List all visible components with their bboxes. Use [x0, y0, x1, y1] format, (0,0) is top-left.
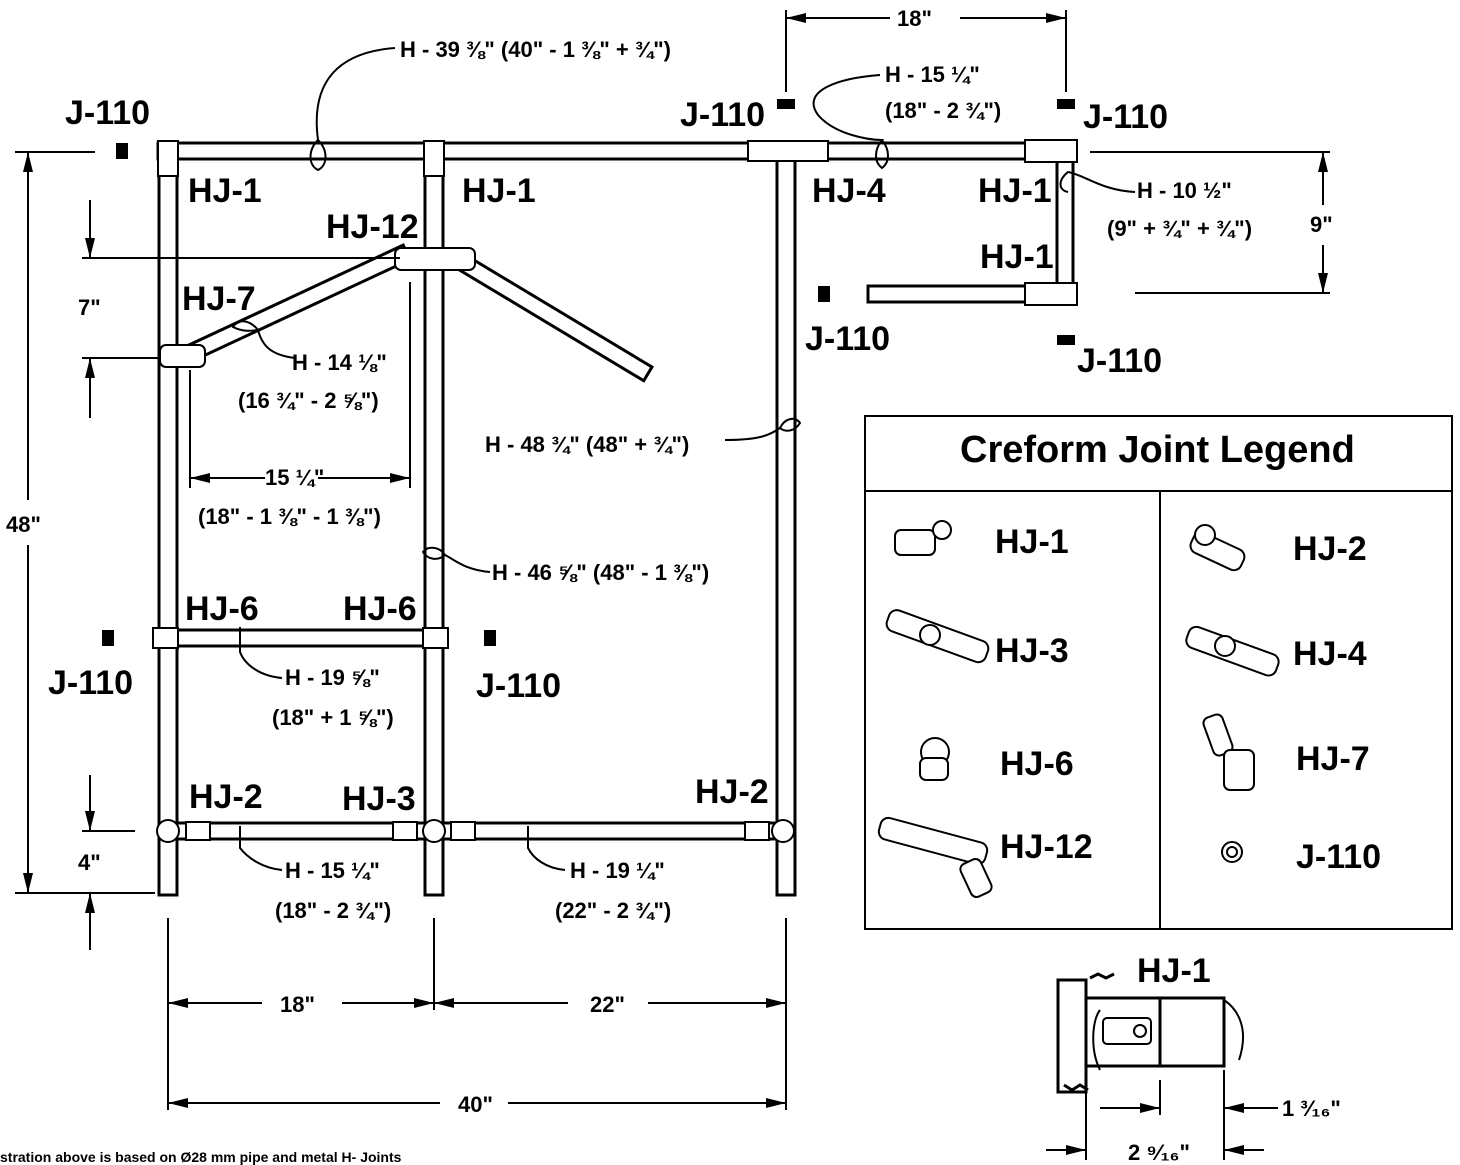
detail-dim-b: 2 ⁹⁄₁₆" [1128, 1140, 1190, 1165]
label-hj12: HJ-12 [326, 208, 419, 246]
legend-hj3: HJ-3 [995, 632, 1069, 670]
label-hj6-b: HJ-6 [343, 590, 417, 628]
label-hj3: HJ-3 [342, 780, 416, 818]
j110-icon [1221, 841, 1243, 863]
footnote: stration above is based on Ø28 mm pipe a… [0, 1149, 402, 1165]
label-j110-tm: J-110 [680, 96, 765, 134]
cap-icon [484, 630, 496, 646]
hj4-icon [1185, 625, 1280, 677]
pipe-shelf [153, 628, 447, 648]
label-hj4: HJ-4 [812, 172, 886, 210]
label-j110-tr: J-110 [1083, 98, 1168, 136]
label-hj2-a: HJ-2 [189, 778, 263, 816]
cap-icon [1057, 99, 1075, 109]
pipe-shelf-label: H - 19 ⅝" [285, 665, 380, 690]
hj12-icon [877, 816, 993, 898]
dim-side-height: 9" [1310, 212, 1333, 237]
pipe-top-long [156, 141, 790, 161]
hj1-detail: HJ-1 1 ³⁄₁₆" 2 ⁹⁄₁₆" [1046, 952, 1341, 1165]
pipe-top-short-calc: (18" - 2 ¾") [885, 98, 1001, 123]
legend-hj7: HJ-7 [1296, 740, 1370, 778]
joint-hj1-d [1024, 282, 1078, 306]
dim-bottom-40: 40" [458, 1092, 493, 1117]
legend-hj12: HJ-12 [1000, 828, 1093, 866]
cap-icon [777, 99, 795, 109]
joint-hj7 [159, 344, 206, 368]
hj2-icon [1189, 524, 1246, 572]
pipe-top-long-label: H - 39 ⅜" (40" - 1 ⅜" + ¾") [400, 37, 671, 62]
pipe-side-short-calc: (9" + ¾" + ¾") [1107, 216, 1252, 241]
joint-hj1-c [1024, 139, 1078, 163]
cap-icon [818, 286, 830, 302]
label-j110-left: J-110 [48, 664, 133, 702]
joint-hj4 [747, 140, 829, 162]
pipe-diag-calc: (16 ¾" - 2 ⅝") [238, 388, 379, 413]
pipe-low-right [435, 821, 784, 841]
joint-hj2-a [156, 819, 180, 843]
pipe-shelf-calc: (18" + 1 ⅝") [272, 705, 394, 730]
pipe-low-left-label: H - 15 ¼" [285, 858, 380, 883]
hj1-icon [894, 520, 952, 556]
hj3-icon [885, 609, 990, 664]
dim-top-width: 18" [897, 6, 932, 31]
pipe-post-mid-label: H - 46 ⅝" (48" - 1 ⅜") [492, 560, 709, 585]
joint-hj12 [394, 247, 476, 271]
cap-icon [102, 630, 114, 646]
joint-hj2-b [771, 819, 795, 843]
dim-bottom-18: 18" [280, 992, 315, 1017]
legend-j110: J-110 [1296, 838, 1381, 876]
label-hj7: HJ-7 [182, 280, 256, 318]
end-caps [102, 99, 1075, 646]
pipe-post-left [157, 148, 179, 897]
pipe-side-short-label: H - 10 ½" [1137, 178, 1232, 203]
brace-span-label: 15 ¼" [265, 465, 324, 490]
dim-overall-height: 48" [6, 512, 41, 537]
dimension-lines [15, 10, 1330, 1110]
dim-seg4: 4" [78, 850, 101, 875]
pipe-top-short-label: H - 15 ¼" [885, 62, 980, 87]
label-hj1-a: HJ-1 [188, 172, 262, 210]
cap-icon [116, 143, 128, 159]
label-hj1-d: HJ-1 [980, 238, 1054, 276]
pipe-post-right [775, 141, 797, 897]
hj7-icon [1202, 713, 1255, 791]
legend-title: Creform Joint Legend [960, 429, 1355, 471]
joints [152, 139, 1078, 843]
label-hj1-c: HJ-1 [978, 172, 1052, 210]
hj6-icon [919, 737, 950, 781]
pipe-low-left-calc: (18" - 2 ¾") [275, 898, 391, 923]
pipe-low-right-label: H - 19 ¼" [570, 858, 665, 883]
legend-hj6: HJ-6 [1000, 745, 1074, 783]
joint-hj1-a [157, 140, 179, 177]
label-j110-tl: J-110 [65, 94, 150, 132]
dim-seg7: 7" [78, 295, 101, 320]
label-j110-br: J-110 [1077, 342, 1162, 380]
pipe-low-right-calc: (22" - 2 ¾") [555, 898, 671, 923]
detail-title: HJ-1 [1137, 952, 1211, 990]
joint-hj6-b [422, 627, 449, 649]
pipe-diag-label: H - 14 ⅛" [292, 350, 387, 375]
dim-bottom-22: 22" [590, 992, 625, 1017]
label-j110-center: J-110 [476, 667, 561, 705]
joint-hj6-a [152, 627, 179, 649]
label-hj1-b: HJ-1 [462, 172, 536, 210]
brace-span-calc: (18" - 1 ⅜" - 1 ⅜") [198, 504, 381, 529]
pipe-diagonal-right [448, 249, 655, 383]
legend-hj4: HJ-4 [1293, 635, 1367, 673]
joint-hj1-b [423, 140, 445, 177]
legend-hj1: HJ-1 [995, 523, 1069, 561]
label-hj6-a: HJ-6 [185, 590, 259, 628]
cap-icon [1057, 335, 1075, 345]
joint-legend: Creform Joint Legend HJ-1 HJ-2 HJ-3 HJ-4… [864, 415, 1453, 930]
legend-hj2: HJ-2 [1293, 530, 1367, 568]
detail-dim-a: 1 ³⁄₁₆" [1282, 1096, 1341, 1121]
pipe-side-short [1055, 141, 1075, 305]
label-j110-mid: J-110 [805, 320, 890, 358]
pipe-post-long-label: H - 48 ¾" (48" + ¾") [485, 432, 689, 457]
joint-hj3 [422, 819, 446, 843]
label-hj2-b: HJ-2 [695, 773, 769, 811]
leader-lines [231, 47, 1136, 871]
